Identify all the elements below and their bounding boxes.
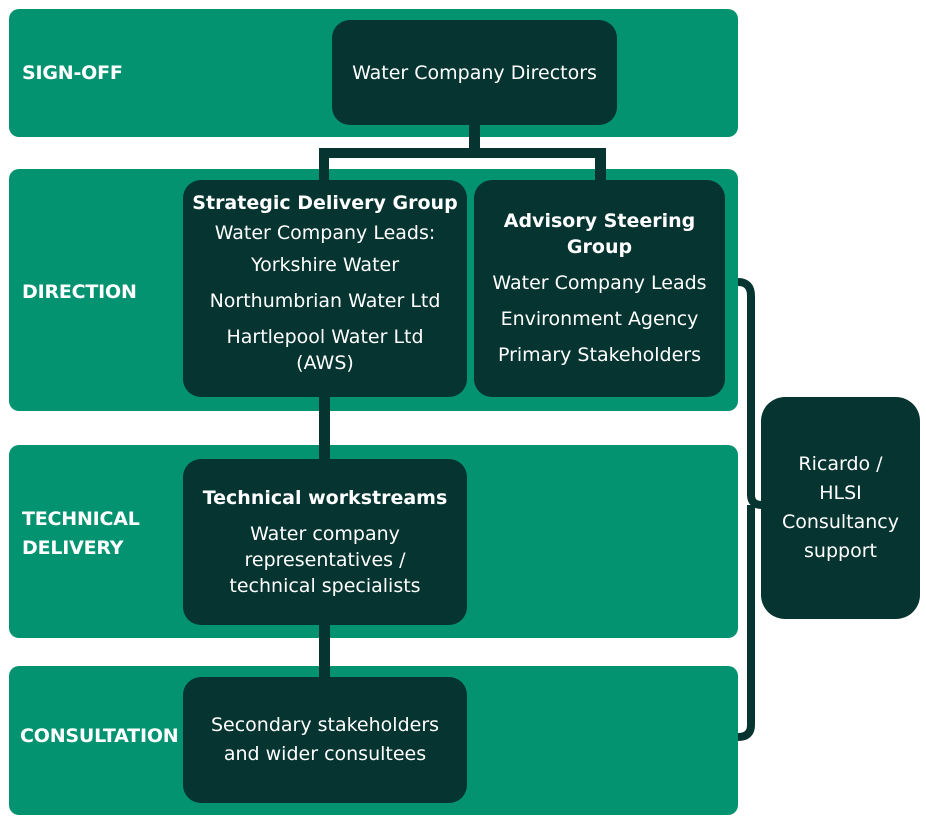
sdg-line: Water Company Leads: [214, 222, 436, 244]
tech-title: Technical workstreams [202, 487, 448, 509]
connector-horizontal-top [319, 148, 606, 158]
asg-title-1: Advisory Steering [503, 210, 696, 232]
box-ricardo-hlsi: Ricardo / HLSI Consultancy support [761, 397, 920, 619]
label-consultation: CONSULTATION [20, 725, 179, 747]
box-advisory-steering-group: Advisory Steering Group Water Company Le… [474, 180, 725, 397]
sdg-line: Northumbrian Water Ltd [209, 290, 441, 312]
ricardo-line: support [804, 540, 877, 562]
box-water-company-directors: Water Company Directors [332, 20, 617, 125]
sdg-title: Strategic Delivery Group [192, 192, 458, 214]
connector-directors-down [469, 122, 480, 156]
asg-line: Primary Stakeholders [497, 344, 702, 366]
tech-line: Water company [250, 523, 400, 545]
box-consultation: Secondary stakeholders and wider consult… [183, 677, 467, 803]
asg-line: Water Company Leads [492, 272, 707, 294]
ricardo-line: Consultancy [782, 511, 899, 533]
connector-tech-consult [319, 620, 330, 682]
connector-sdg-tech [319, 390, 330, 465]
ricardo-line: HLSI [819, 482, 862, 504]
asg-title-2: Group [566, 236, 633, 258]
sdg-line: Hartlepool Water Ltd [226, 326, 424, 348]
directors-label: Water Company Directors [352, 61, 597, 84]
connector-to-sdg [319, 148, 329, 184]
box-technical-workstreams: Technical workstreams Water company repr… [183, 459, 467, 625]
label-direction: DIRECTION [22, 281, 137, 303]
asg-line: Environment Agency [500, 308, 699, 330]
connector-to-asg [595, 148, 606, 184]
consult-line: Secondary stakeholders [210, 714, 440, 736]
sdg-line: (AWS) [296, 352, 354, 374]
sdg-line: Yorkshire Water [250, 254, 400, 276]
ricardo-line: Ricardo / [798, 453, 883, 475]
label-technical: TECHNICAL [22, 508, 140, 530]
label-delivery: DELIVERY [22, 537, 124, 559]
tech-line: technical specialists [229, 575, 421, 597]
tech-line: representatives / [244, 549, 406, 571]
label-signoff: SIGN-OFF [22, 62, 123, 84]
consult-line: and wider consultees [223, 743, 427, 765]
box-strategic-delivery-group: Strategic Delivery Group Water Company L… [183, 180, 467, 397]
